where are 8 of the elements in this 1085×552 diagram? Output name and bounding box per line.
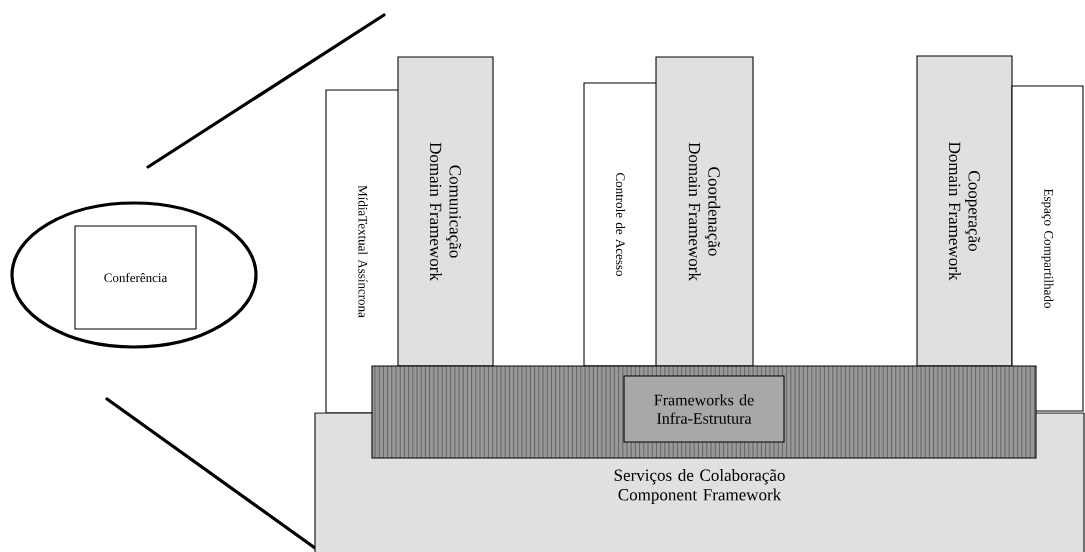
infrastructure-box: Frameworks de Infra-Estrutura [623, 375, 785, 443]
framework-box: Comunicação Domain Framework [397, 56, 494, 367]
component-box: Controle de Acesso [583, 82, 658, 367]
framework-box: Coordenação Domain Framework [655, 56, 754, 367]
component-box: MídiaTextual Assíncrona [325, 89, 401, 414]
framework-box: Cooperação Domain Framework [916, 55, 1013, 367]
component-box: Espaço Compartilhado [1011, 85, 1084, 412]
component-box: Conferência [74, 225, 197, 330]
